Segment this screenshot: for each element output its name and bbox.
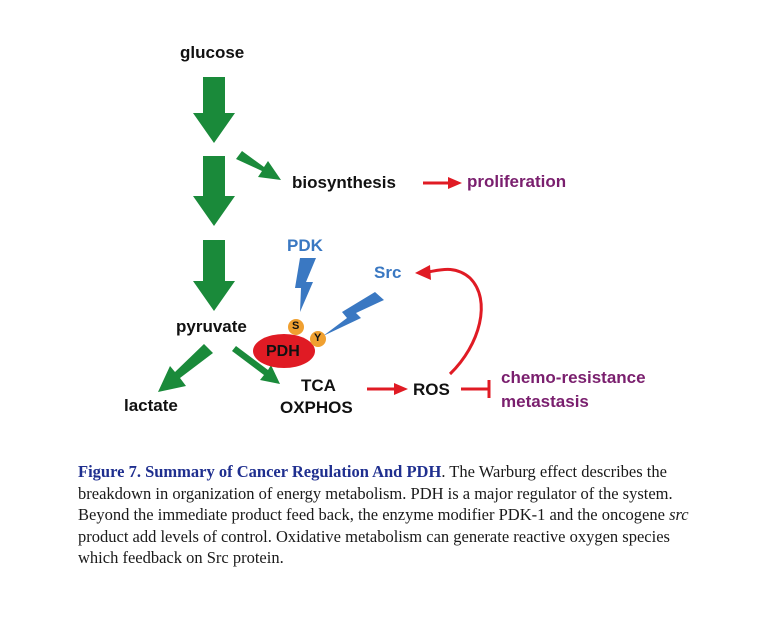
site-s: S: [292, 320, 300, 332]
src-bolt: [323, 292, 384, 336]
node-pdh: PDH: [266, 343, 300, 360]
site-s-circle: [288, 319, 304, 335]
arrow-ros-to-src: [427, 267, 483, 376]
caption-text-2: product add levels of control. Oxidative…: [78, 526, 670, 568]
pdk-bolt: [295, 258, 316, 312]
node-src: Src: [374, 263, 402, 282]
arrow-glucose-down: [193, 77, 235, 143]
node-oxphos: OXPHOS: [280, 398, 353, 417]
node-lactate: lactate: [124, 396, 178, 415]
arrow-down-3: [193, 240, 235, 311]
caption-italic-src: src: [669, 505, 689, 524]
arrow-down-2: [193, 156, 235, 226]
caption-text-1: . The Warburg effect describes the break…: [78, 462, 673, 524]
node-metastasis: metastasis: [501, 392, 589, 411]
site-y: Y: [314, 332, 322, 344]
figure-caption: Figure 7. Summary of Cancer Regulation A…: [78, 461, 708, 569]
node-proliferation: proliferation: [467, 172, 567, 191]
node-chemo-resistance: chemo-resistance: [501, 368, 646, 387]
arrow-to-tca: [232, 346, 280, 384]
arrow-to-lactate: [158, 344, 213, 392]
arrow-to-biosynthesis: [236, 151, 281, 180]
metabolism-diagram: glucose biosynthesis proliferation PDK S…: [124, 43, 646, 417]
diagram-graphics: [158, 77, 491, 398]
node-glucose: glucose: [180, 43, 245, 62]
caption-title: Figure 7. Summary of Cancer Regulation A…: [78, 462, 442, 481]
pdh-ellipse: [253, 334, 315, 368]
node-pdk: PDK: [287, 236, 323, 255]
node-biosynthesis: biosynthesis: [292, 173, 396, 192]
site-y-circle: [310, 331, 326, 347]
node-ros: ROS: [413, 380, 450, 399]
node-tca: TCA: [301, 376, 336, 395]
node-pyruvate: pyruvate: [176, 317, 247, 336]
